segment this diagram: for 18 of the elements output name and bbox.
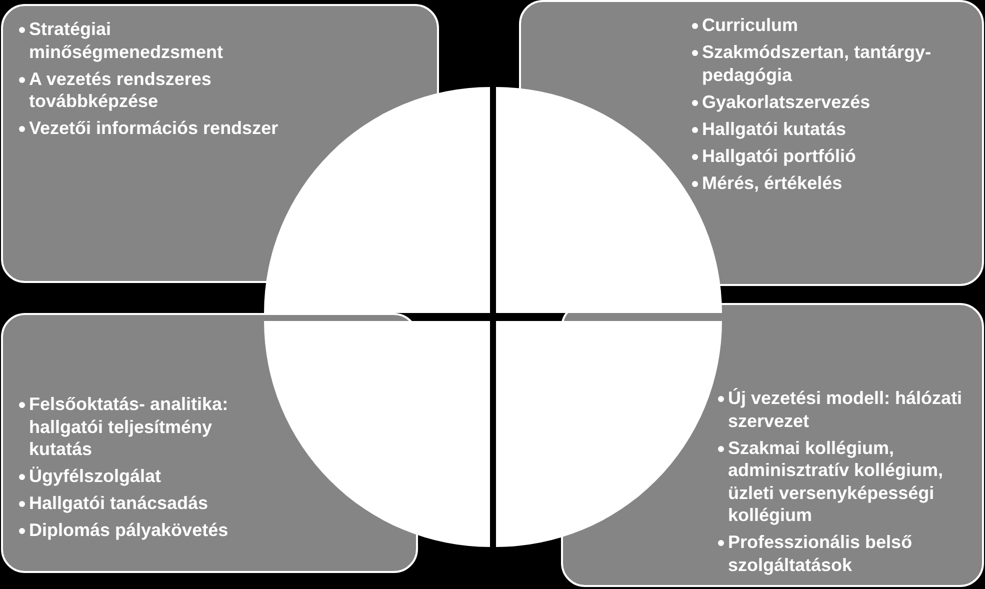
bullet-item: Hallgatói tanácsadás [19, 492, 269, 514]
bullet-item: Gyakorlatszervezés [692, 90, 977, 113]
bullet-item: Szakmódszertan, tantárgy-pedagógia [692, 41, 977, 86]
bullet-item: Ügyfélszolgálat [19, 465, 269, 488]
bullet-item: Diplomás pályakövetés [19, 519, 269, 542]
bullet-item: Vezetői információs rendszer [19, 117, 291, 140]
bullet-item: Mérés, értékelés [692, 172, 977, 194]
bullet-item: Stratégiai minőségmenedzsment [19, 18, 291, 63]
bullet-item: Új vezetési modell: hálózati szervezet [718, 387, 980, 432]
bullet-item: Felsőoktatás- analitika: hallgatói teljesítmény kutatás [19, 393, 269, 460]
circle-quadrant [264, 321, 490, 547]
bullet-item: Professzionális belső szolgáltatások [718, 531, 980, 576]
bullet-item: A vezetés rendszeres továbbképzése [19, 68, 291, 112]
circle-quadrant [496, 321, 722, 547]
bullet-item: Curriculum [692, 14, 977, 36]
bullet-item: Hallgatói portfólió [692, 144, 977, 167]
bullet-item: Hallgatói kutatás [692, 118, 977, 140]
bullet-item: Szakmai kollégium, adminisztratív kollégium, üzleti versenyképességi kollégium [718, 436, 980, 526]
